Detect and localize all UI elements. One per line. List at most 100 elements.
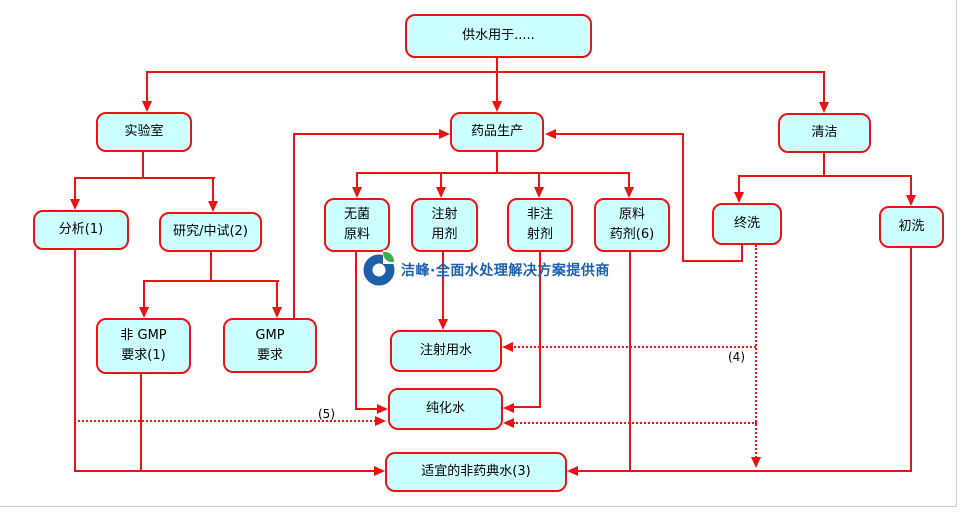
connector-to-raw-material (628, 174, 630, 189)
node-water-for-injection: 注射用水 (390, 330, 502, 372)
connector-dotted-to-purified-right (513, 422, 757, 424)
node-label: 要求 (256, 347, 283, 363)
connector-to-non-gmp (143, 282, 145, 308)
connector-top-rail (146, 71, 825, 73)
node-raw-material-drug: 原料 药剂(6) (594, 198, 670, 252)
note-5-label: (5) (318, 407, 335, 421)
connector-lab-stem (142, 152, 144, 179)
connector-to-analysis (74, 179, 76, 201)
arrowhead-left-to-suitable (374, 466, 385, 476)
node-label: 注射 (431, 207, 458, 222)
connector-final-rinse-up (682, 134, 684, 262)
node-non-injection-agent: 非注 射剂 (507, 198, 573, 252)
watermark: 洁峰·全面水处理解决方案提供商 (362, 250, 610, 290)
connector-sterile-down (355, 252, 357, 409)
node-label: 终洗 (733, 216, 760, 231)
connector-dotted-to-purified-left (78, 420, 376, 422)
connector-non-gmp-down (140, 374, 142, 472)
node-label: 清洁 (811, 125, 838, 140)
arrowhead-dotted-final-rinse (751, 457, 761, 468)
connector-dotted-final-rinse-down (755, 245, 757, 458)
node-label: 实验室 (124, 124, 164, 139)
connector-final-rinse-elbow (682, 260, 743, 262)
node-label: 纯化水 (425, 401, 465, 416)
node-label: 分析(1) (58, 222, 104, 237)
node-label: 非注 (526, 207, 553, 222)
connector-to-research (212, 179, 214, 203)
node-final-rinse: 终洗 (712, 203, 782, 245)
watermark-logo-icon (362, 250, 398, 290)
connector-research-stem (210, 252, 212, 282)
page-edge-right (956, 0, 957, 506)
node-label: 原料 (618, 207, 645, 222)
connector-to-initial-rinse (910, 177, 912, 197)
connector-to-final-rinse (738, 177, 740, 194)
connector-to-production (496, 72, 498, 103)
arrowhead-injection-agent (436, 187, 446, 198)
node-label: 用剂 (431, 227, 458, 242)
connector-initial-rinse-down (910, 248, 912, 472)
arrowhead-right-to-suitable (567, 466, 578, 476)
connector-final-rinse-to-production (556, 133, 684, 135)
node-analysis: 分析(1) (33, 210, 129, 250)
node-suitable-non-pharmacopoeia-water: 适宜的非药典水(3) (385, 452, 567, 492)
node-label: 药剂(6) (609, 227, 655, 242)
arrowhead-sterile-material (352, 187, 362, 198)
arrowhead-dotted-to-purified-right (503, 418, 514, 428)
arrowhead-initial-rinse (906, 195, 916, 206)
connector-supply-stem (496, 58, 498, 72)
node-purified-water: 纯化水 (388, 388, 503, 430)
arrowhead-analysis (70, 199, 80, 210)
connector-gmp-up (293, 134, 295, 318)
arrowhead-non-gmp (139, 307, 149, 318)
node-label: 研究/中试(2) (173, 224, 248, 239)
node-label: 适宜的非药典水(3) (421, 464, 531, 479)
node-laboratory: 实验室 (96, 112, 192, 152)
arrowhead-final-rinse (734, 192, 744, 203)
connector-injection-to-wfi (442, 252, 444, 321)
node-initial-rinse: 初洗 (879, 206, 944, 248)
arrowhead-dotted-to-purified-left (375, 416, 386, 426)
node-label: GMP (255, 327, 285, 343)
connector-gmp-to-production (293, 133, 440, 135)
connector-noninjection-down (539, 252, 541, 408)
node-label: 无菌 (343, 207, 370, 222)
connector-research-rail (143, 280, 279, 282)
connector-analysis-down (74, 250, 76, 472)
connector-cleaning-stem (823, 153, 825, 177)
node-non-gmp-requirement: 非 GMP 要求(1) (96, 318, 191, 374)
connector-production-rail (356, 172, 630, 174)
connector-right-to-suitable (577, 470, 912, 472)
node-drug-production: 药品生产 (450, 112, 544, 152)
arrowhead-laboratory (142, 101, 152, 112)
connector-production-stem (496, 152, 498, 173)
node-label: 初洗 (898, 219, 925, 234)
arrowhead-final-rinse-to-production (545, 129, 556, 139)
connector-lab-rail (74, 177, 215, 179)
arrowhead-gmp-to-production (439, 129, 450, 139)
node-label: 注射用水 (419, 343, 472, 358)
node-injection-agent: 注射 用剂 (411, 198, 478, 252)
connector-to-injection-agent (440, 174, 442, 189)
connector-noninjection-to-purified (513, 406, 541, 408)
connector-to-gmp (276, 282, 278, 308)
arrowhead-noninjection-to-purified (503, 403, 514, 413)
connector-to-laboratory (146, 72, 148, 103)
node-research-pilot: 研究/中试(2) (159, 212, 262, 252)
connector-cleaning-rail (738, 175, 912, 177)
connector-sterile-to-purified (355, 408, 378, 410)
arrowhead-raw-material (624, 187, 634, 198)
note-4-label: (4) (728, 350, 745, 364)
connector-final-rinse-down (741, 245, 743, 262)
watermark-text: 洁峰·全面水处理解决方案提供商 (401, 263, 610, 279)
node-label: 非 GMP (120, 328, 167, 343)
arrowhead-non-injection-agent (534, 187, 544, 198)
connector-to-non-injection-agent (538, 174, 540, 189)
arrowhead-cleaning (819, 102, 829, 113)
connector-raw-material-down (629, 252, 631, 471)
connector-left-to-suitable (74, 470, 376, 472)
node-cleaning: 清洁 (778, 113, 871, 153)
node-supply: 供水用于..... (405, 14, 592, 58)
connector-dotted-to-wfi (514, 346, 756, 348)
